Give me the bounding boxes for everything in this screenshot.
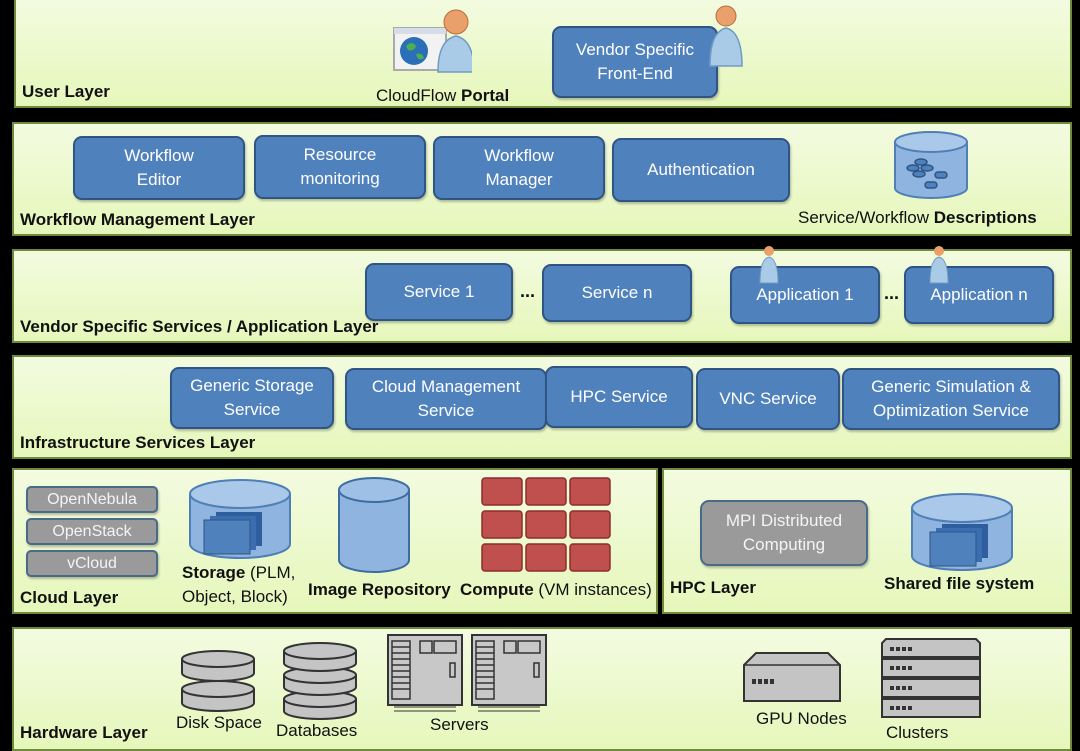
vendor-services-layer-label: Vendor Specific Services / Application L…	[20, 317, 379, 336]
application-n-box[interactable]: Application n	[904, 266, 1054, 324]
hpc-layer-label: HPC Layer	[670, 578, 756, 597]
shared-file-system-caption: Shared file system	[884, 574, 1035, 593]
workflow-management-layer-label: Workflow Management Layer	[20, 210, 255, 229]
infrastructure-layer-label: Infrastructure Services Layer	[20, 433, 256, 452]
compute-caption: Compute (VM instances)	[460, 580, 652, 599]
gpu-nodes-caption: GPU Nodes	[756, 709, 847, 728]
application-1-user-icon	[758, 245, 780, 290]
hpc-service-box[interactable]: HPC Service	[545, 366, 693, 428]
portal-globe-user-icon	[392, 6, 475, 81]
vm-instances-grid-icon	[480, 476, 612, 579]
clusters-caption: Clusters	[886, 723, 949, 742]
descriptions-database-icon	[891, 128, 971, 207]
clusters-icon	[880, 637, 982, 726]
applications-ellipsis: ...	[884, 283, 900, 303]
cloudflow-portal-caption: CloudFlow Portal	[376, 86, 510, 105]
databases-icon	[282, 641, 358, 726]
service-workflow-descriptions-caption: Service/Workflow Descriptions	[798, 208, 1037, 227]
storage-caption: Storage (PLM, Object, Block)	[182, 563, 296, 606]
hardware-layer: Disk Space Databases	[12, 627, 1072, 751]
service-1-box[interactable]: Service 1	[365, 263, 513, 321]
cloud-layer: OpenNebula OpenStack vCloud Storage (PLM…	[12, 468, 658, 614]
server-1-icon	[386, 633, 464, 722]
storage-database-icon	[186, 478, 294, 567]
vnc-service-box[interactable]: VNC Service	[696, 368, 840, 430]
authentication-box[interactable]: Authentication	[612, 138, 790, 202]
platform-vcloud[interactable]: vCloud	[26, 550, 158, 577]
user-layer-label: User Layer	[22, 82, 110, 101]
generic-simulation-optimization-service-box[interactable]: Generic Simulation &Optimization Service	[842, 368, 1060, 430]
service-n-box[interactable]: Service n	[542, 264, 692, 322]
gpu-node-icon	[742, 651, 842, 708]
application-1-box[interactable]: Application 1	[730, 266, 880, 324]
vendor-services-application-layer: Service 1 ... Service n Application 1 ..…	[12, 246, 1072, 343]
services-ellipsis: ...	[520, 281, 536, 301]
application-n-user-icon	[928, 245, 950, 290]
image-repository-caption: Image Repository	[308, 580, 451, 599]
disk-space-icon	[180, 649, 256, 718]
cloud-layer-label: Cloud Layer	[20, 588, 119, 607]
hardware-layer-label: Hardware Layer	[20, 723, 148, 742]
server-2-icon	[470, 633, 548, 722]
databases-caption: Databases	[276, 721, 358, 740]
platform-opennebula[interactable]: OpenNebula	[26, 486, 158, 513]
front-end-user-icon	[706, 4, 746, 73]
disk-space-caption: Disk Space	[176, 713, 262, 732]
image-repository-cylinder-icon	[337, 476, 411, 579]
platform-openstack[interactable]: OpenStack	[26, 518, 158, 545]
servers-caption: Servers	[430, 715, 489, 734]
shared-file-system-database-icon	[908, 492, 1016, 579]
